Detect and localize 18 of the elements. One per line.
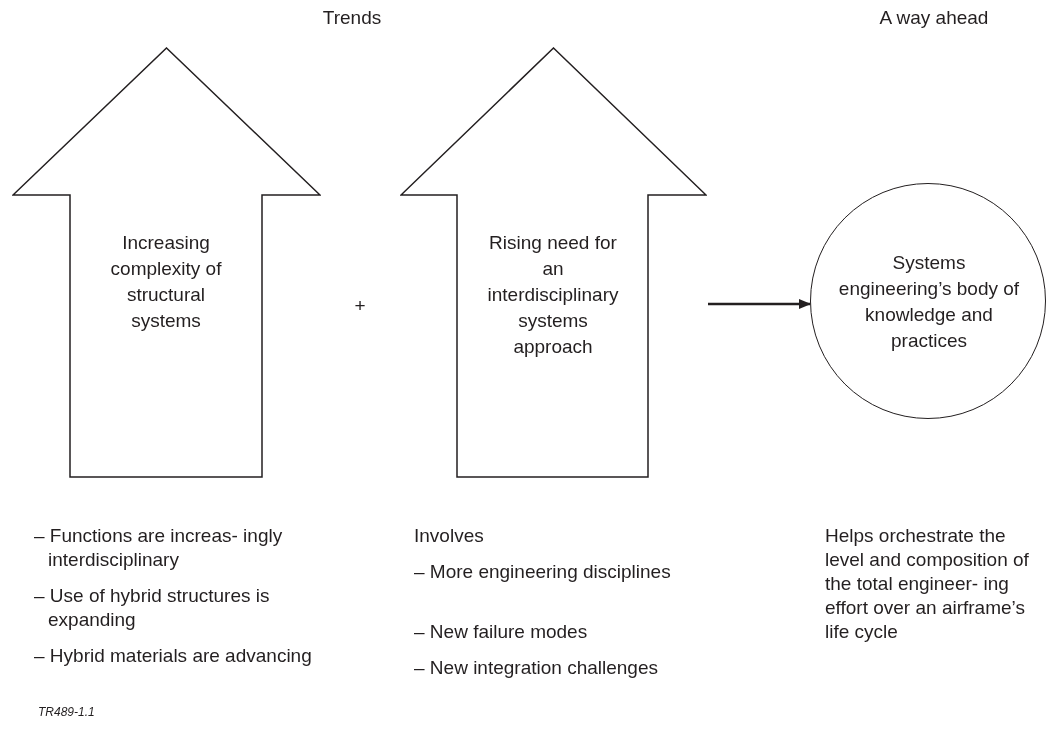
bullet-item: – More engineering disciplines xyxy=(414,560,672,584)
description-text: Helps orchestrate the level and composition of the total engineer- ing effort over an airframe’s life cycle xyxy=(825,524,1030,644)
figure-id: TR489-1.1 xyxy=(38,704,96,720)
list-heading: Involves xyxy=(414,524,485,548)
up-arrow-shape xyxy=(12,47,321,478)
heading: Trends xyxy=(321,6,383,30)
node-label: Increasing complexity of structural systems xyxy=(109,231,223,333)
heading: A way ahead xyxy=(878,6,990,30)
bullet-item: – New integration challenges xyxy=(414,656,659,680)
up-arrow-shape xyxy=(400,47,707,478)
bullet-item: – Use of hybrid structures is expanding xyxy=(34,584,271,632)
bullet-item: – Hybrid materials are advancing xyxy=(34,644,313,668)
node-label: Rising need for an interdisciplinary systems approach xyxy=(486,231,620,359)
node-label: Systems engineering’s body of knowledge and practices xyxy=(837,251,1021,353)
bullet-item: – Functions are increas- ingly interdisciplinary xyxy=(34,524,284,572)
bullet-item: – New failure modes xyxy=(414,620,589,644)
arrow xyxy=(708,299,811,309)
plus-sign: + xyxy=(353,294,367,318)
